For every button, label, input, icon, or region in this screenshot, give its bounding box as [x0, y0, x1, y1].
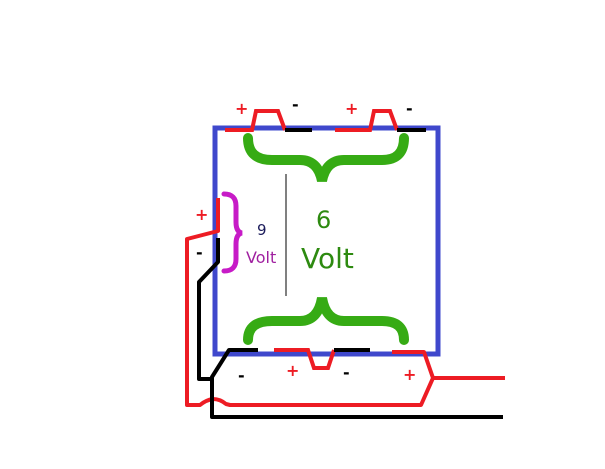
left-lead-minus-label: -	[196, 243, 203, 262]
bottom-battery-1-minus-label: -	[238, 366, 245, 385]
brace-9v	[221, 191, 243, 274]
bottom-battery-1-plus-label: +	[286, 361, 299, 380]
left-lead-plus-label: +	[195, 205, 208, 224]
top-brace-6v	[243, 133, 409, 183]
label-6v-number: 6	[316, 206, 331, 234]
bottom-battery-2-plus-label: +	[403, 365, 416, 384]
top-battery-1-plus-label: +	[235, 99, 248, 118]
bottom-battery-2-minus-label: -	[343, 363, 350, 382]
label-9v-unit: Volt	[246, 248, 276, 267]
top-battery-1-minus-label: -	[292, 95, 299, 114]
battery-box	[212, 125, 441, 357]
label-6v-unit: Volt	[301, 242, 354, 275]
negative-wire	[210, 348, 503, 419]
top-battery-1-positive	[225, 109, 287, 132]
top-battery-2-plus-label: +	[345, 99, 358, 118]
negative-wire-left	[197, 238, 220, 381]
positive-wire	[185, 198, 435, 407]
bottom-brace-6v	[243, 296, 409, 345]
top-battery-2-positive	[335, 109, 399, 132]
bottom-battery-1-positive	[274, 348, 336, 370]
label-9v-number: 9	[257, 221, 267, 239]
top-battery-2-minus-label: -	[406, 99, 413, 118]
